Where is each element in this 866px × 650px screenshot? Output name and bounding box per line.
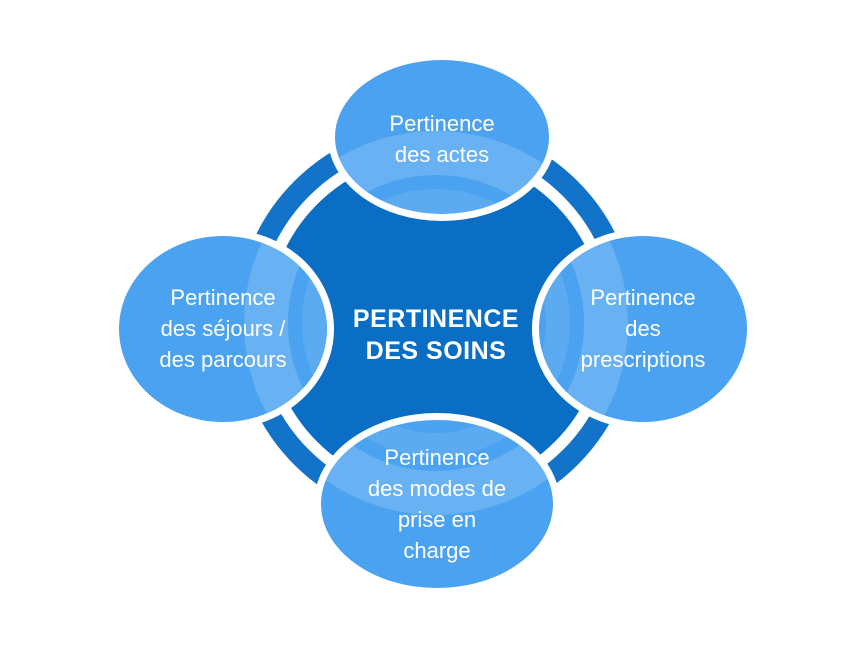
center-label-line: DES SOINS xyxy=(365,337,507,365)
node-label-line: Pertinence xyxy=(384,445,490,470)
node-label-line: Pertinence xyxy=(590,284,696,310)
node-label-line: des actes xyxy=(394,142,490,167)
center-shape xyxy=(268,155,604,491)
node-right-ellipse xyxy=(539,236,747,422)
center-label: PERTINENCE DES SOINS xyxy=(336,250,536,420)
node-top-label: Pertinence des actes xyxy=(335,64,549,214)
node-left-label: Pertinence des séjours / des parcours xyxy=(119,235,327,421)
node-label-line: Pertinence xyxy=(170,284,276,310)
node-bottom-ellipse xyxy=(321,420,553,588)
node-left-ellipse xyxy=(119,236,327,422)
node-label-line: des parcours xyxy=(159,346,287,372)
node-top-ellipse xyxy=(335,60,549,214)
node-right-label: Pertinence des prescriptions xyxy=(539,235,747,421)
node-label-line: des modes de xyxy=(367,476,507,501)
node-label-line: des xyxy=(625,315,661,341)
node-label-line: prise en xyxy=(397,507,477,532)
node-label-line: des séjours / xyxy=(160,315,286,341)
highlight-arcs xyxy=(244,131,628,515)
center-label-line: PERTINENCE xyxy=(352,305,520,333)
node-label-line: prescriptions xyxy=(580,346,706,372)
node-label-line: Pertinence xyxy=(389,111,495,136)
node-bottom-label: Pertinence des modes de prise en charge xyxy=(321,420,553,588)
node-label-line: charge xyxy=(403,538,471,563)
